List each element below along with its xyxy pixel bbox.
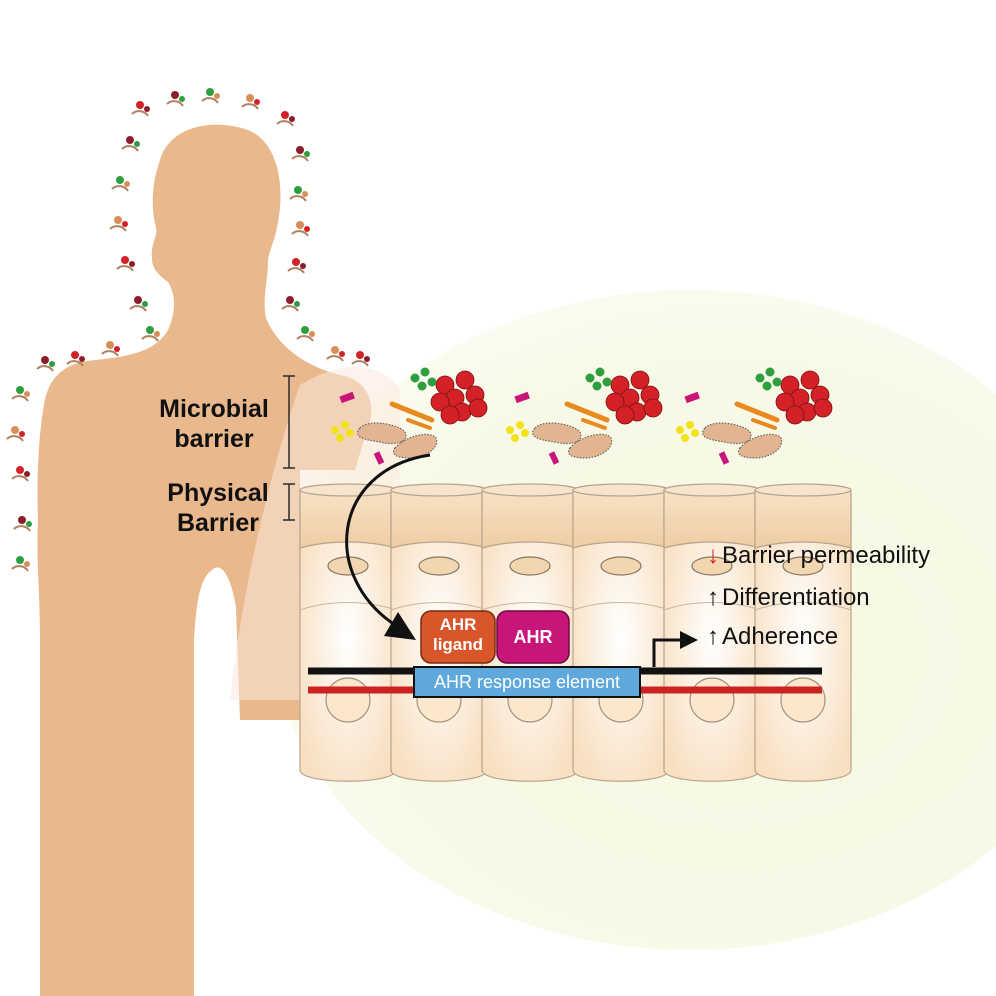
microbe-cluster xyxy=(676,367,833,465)
skin-microbe xyxy=(36,356,55,372)
skin-microbe xyxy=(291,221,310,237)
skin-microbe xyxy=(241,94,260,110)
epithelial-cell xyxy=(572,483,670,782)
skin-microbe xyxy=(141,326,160,342)
physical-barrier-line2: Barrier xyxy=(177,509,259,537)
ahr-ligand-text: AHR ligand xyxy=(421,615,495,655)
skin-microbe xyxy=(129,296,148,312)
skin-microbe xyxy=(351,351,370,367)
skin-microbe xyxy=(201,88,220,104)
skin-microbe xyxy=(109,216,128,232)
skin-microbe xyxy=(281,296,300,312)
ahr-ligand-line1: AHR xyxy=(439,615,477,634)
microbe-cluster xyxy=(331,367,488,465)
ahr-ligand-box xyxy=(420,610,496,664)
skin-microbe xyxy=(121,136,140,152)
ahr-box xyxy=(496,610,570,664)
skin-microbe xyxy=(276,111,295,127)
skin-microbe xyxy=(326,346,345,362)
effect-differentiation: ↑Differentiation xyxy=(704,583,870,613)
skin-microbe xyxy=(116,256,135,272)
skin-microbe xyxy=(296,326,315,342)
transcription-arrow xyxy=(652,638,680,667)
epithelial-cell xyxy=(663,483,761,782)
microbe-cluster xyxy=(506,367,663,465)
skin-microbe xyxy=(166,91,185,107)
physical-barrier-label: Physical Barrier xyxy=(150,478,286,538)
skin-microbe xyxy=(289,186,308,202)
epithelial-cell xyxy=(754,483,852,782)
effect-adherence: ↑Adherence xyxy=(704,622,838,652)
effect-text-2: Adherence xyxy=(722,623,839,650)
skin-microbe-outline xyxy=(6,88,370,572)
up-arrow-icon: ↑ xyxy=(707,623,719,650)
effect-barrier-permeability: ↓Barrier permeability xyxy=(704,541,930,571)
effect-text-0: Barrier permeability xyxy=(722,542,931,569)
transcription-arrowhead xyxy=(680,631,698,649)
skin-microbe xyxy=(13,516,32,532)
microbial-barrier-line2: barrier xyxy=(174,425,254,453)
skin-microbe xyxy=(291,146,310,162)
human-silhouette xyxy=(37,124,372,996)
ahr-text: AHR xyxy=(513,627,553,647)
ahr-ligand-line2: ligand xyxy=(432,635,484,654)
microbe-clusters xyxy=(331,367,833,465)
skin-microbe xyxy=(287,258,306,274)
skin-microbe xyxy=(11,556,30,572)
down-arrow-icon: ↓ xyxy=(707,542,719,569)
microbial-barrier-label: Microbial barrier xyxy=(146,394,282,454)
skin-microbe xyxy=(111,176,130,192)
skin-microbe xyxy=(11,466,30,482)
ligand-entry-arrowhead xyxy=(384,612,416,640)
effect-text-1: Differentiation xyxy=(722,584,870,611)
skin-microbe xyxy=(6,426,25,442)
microbial-barrier-line1: Microbial xyxy=(159,395,269,423)
up-arrow-icon: ↑ xyxy=(707,584,719,611)
skin-microbe xyxy=(11,386,30,402)
ahr-response-element-box xyxy=(413,666,641,698)
ligand-entry-arrow xyxy=(345,453,431,630)
skin-microbe xyxy=(101,341,120,357)
skin-microbe xyxy=(66,351,85,367)
physical-barrier-line1: Physical xyxy=(167,479,269,507)
skin-microbe xyxy=(131,101,150,117)
microbial-barrier-bracket xyxy=(283,375,295,469)
response-element-text: AHR response element xyxy=(433,672,621,692)
physical-barrier-bracket xyxy=(283,483,295,521)
